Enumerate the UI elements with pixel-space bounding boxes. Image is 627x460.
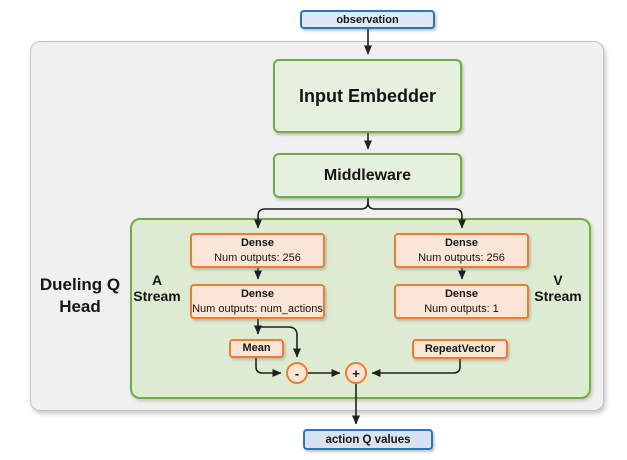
observation-node: observation xyxy=(300,10,435,29)
v-stream-dense-1: Dense Num outputs: 256 xyxy=(394,233,529,268)
v-dense-2-title: Dense xyxy=(444,287,479,300)
input-embedder-node: Input Embedder xyxy=(273,59,462,133)
repeat-vector-node: RepeatVector xyxy=(412,339,508,359)
repeat-vector-label: RepeatVector xyxy=(424,342,496,355)
a-stream-label-line2: Stream xyxy=(133,288,181,305)
action-q-values-node: action Q values xyxy=(303,429,433,450)
a-stream-dense-2: Dense Num outputs: num_actions xyxy=(190,284,325,319)
v-stream-dense-2: Dense Num outputs: 1 xyxy=(394,284,529,319)
v-stream-label: V Stream xyxy=(527,272,589,304)
dueling-q-head-label: Dueling Q Head xyxy=(25,274,135,318)
a-stream-dense-1: Dense Num outputs: 256 xyxy=(190,233,325,268)
v-stream-label-line2: Stream xyxy=(534,288,582,305)
v-dense-1-title: Dense xyxy=(444,236,479,249)
v-dense-2-detail: Num outputs: 1 xyxy=(424,302,499,315)
mean-node: Mean xyxy=(229,339,284,358)
a-dense-1-detail: Num outputs: 256 xyxy=(214,251,301,264)
subtract-op-icon: - xyxy=(286,362,308,384)
minus-symbol: - xyxy=(294,365,300,381)
a-dense-2-title: Dense xyxy=(240,287,275,300)
a-stream-label-line1: A xyxy=(151,272,163,288)
dueling-q-head-label-line1: Dueling Q xyxy=(39,275,121,294)
a-dense-1-title: Dense xyxy=(240,236,275,249)
dueling-q-head-label-line2: Head xyxy=(59,297,101,317)
a-dense-2-detail: Num outputs: num_actions xyxy=(192,302,323,315)
observation-label: observation xyxy=(336,13,399,26)
v-dense-1-detail: Num outputs: 256 xyxy=(418,251,505,264)
input-embedder-label: Input Embedder xyxy=(298,85,436,106)
add-op-icon: + xyxy=(345,362,367,384)
a-stream-label: A Stream xyxy=(126,272,188,304)
action-q-values-label: action Q values xyxy=(325,433,411,446)
mean-label: Mean xyxy=(242,342,271,354)
v-stream-label-line1: V xyxy=(553,272,563,288)
plus-symbol: + xyxy=(352,365,360,381)
middleware-label: Middleware xyxy=(323,166,412,184)
middleware-node: Middleware xyxy=(273,153,462,198)
